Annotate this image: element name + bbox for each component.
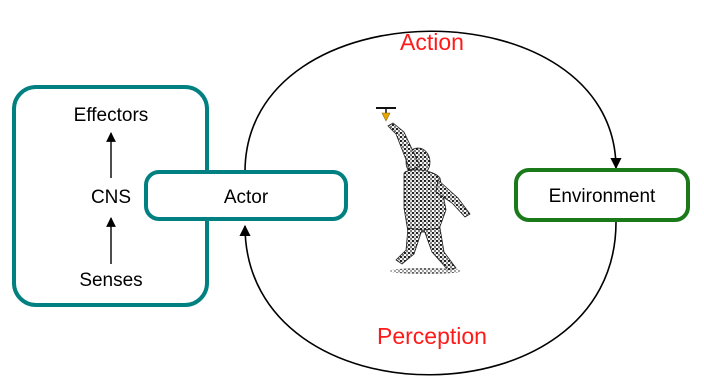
senses-label: Senses: [79, 270, 142, 291]
actor-label: Actor: [224, 187, 269, 208]
cns-label: CNS: [91, 187, 131, 208]
action-label: Action: [400, 29, 464, 55]
action-arc: [244, 30, 622, 173]
environment-box: [514, 168, 690, 222]
person-reaching-icon: [376, 107, 471, 274]
effectors-label: Effectors: [74, 105, 149, 126]
environment-label: Environment: [549, 186, 656, 207]
perception-arc: [239, 221, 617, 376]
perception-label: Perception: [377, 323, 487, 349]
actor-box: [144, 170, 348, 221]
